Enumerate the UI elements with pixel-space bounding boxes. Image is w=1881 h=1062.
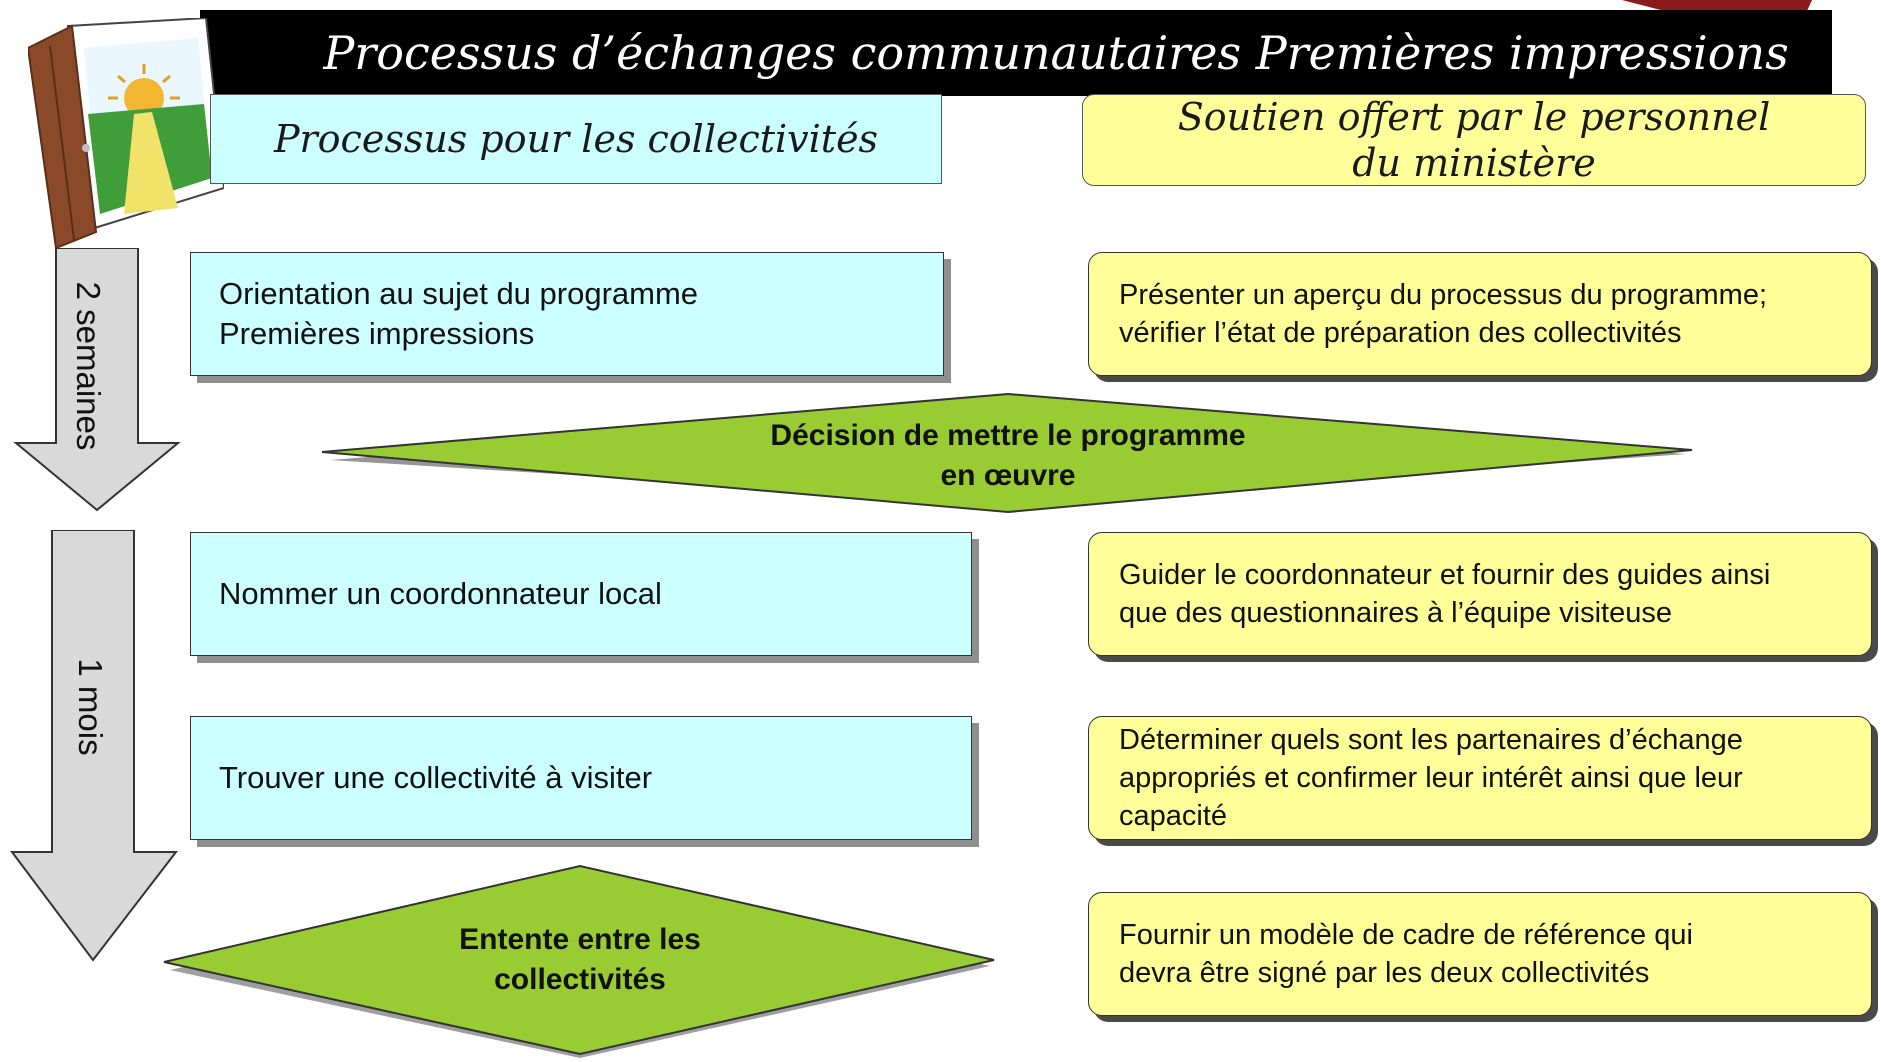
header-ministry-support-line2: du ministère — [1352, 141, 1596, 185]
timeline-label-one-month: 1 mois — [72, 658, 109, 756]
open-door-sunrise-icon — [28, 18, 224, 248]
step-orientation: Orientation au sujet du programme Premiè… — [190, 252, 944, 376]
support-reference-framework-line2: devra être signé par les deux collectivi… — [1119, 957, 1650, 989]
decision-agreement-shape — [163, 864, 995, 1058]
header-ministry-support-line1: Soutien offert par le personnel — [1177, 95, 1771, 139]
timeline-arrow-two-weeks — [13, 248, 181, 512]
step-find-community-line1: Trouver une collectivité à visiter — [219, 760, 653, 795]
step-find-community: Trouver une collectivité à visiter — [190, 716, 972, 840]
decision-implement-program-line2: en œuvre — [940, 459, 1076, 492]
support-guide-coordinator-line1: Guider le coordonnateur et fournir des g… — [1119, 559, 1771, 591]
support-reference-framework: Fournir un modèle de cadre de référence … — [1088, 892, 1872, 1016]
support-identify-partners-line1: Déterminer quels sont les partenaires d’… — [1119, 724, 1743, 756]
support-identify-partners-line3: capacité — [1119, 800, 1228, 832]
decision-agreement-line2: collectivités — [494, 963, 666, 996]
decision-implement-program-line1: Décision de mettre le programme — [770, 419, 1246, 452]
page-title: Processus d’échanges communautaires Prem… — [200, 10, 1832, 96]
decision-implement-program-shape — [321, 392, 1693, 514]
header-community-process: Processus pour les collectivités — [210, 94, 942, 184]
decision-agreement-line1: Entente entre les — [459, 923, 701, 956]
support-guide-coordinator-line2: que des questionnaires à l’équipe visite… — [1119, 597, 1672, 629]
support-guide-coordinator: Guider le coordonnateur et fournir des g… — [1088, 532, 1872, 656]
support-identify-partners-line2: appropriés et confirmer leur intérêt ain… — [1119, 762, 1743, 794]
step-orientation-line2: Premières impressions — [219, 316, 535, 351]
support-program-overview-line2: vérifier l’état de préparation des colle… — [1119, 317, 1682, 349]
support-program-overview: Présenter un aperçu du processus du prog… — [1088, 252, 1872, 376]
timeline-label-two-weeks: 2 semaines — [70, 281, 107, 451]
support-reference-framework-line1: Fournir un modèle de cadre de référence … — [1119, 919, 1693, 951]
header-ministry-support: Soutien offert par le personnel du minis… — [1082, 94, 1866, 186]
step-appoint-coordinator-line1: Nommer un coordonnateur local — [219, 576, 662, 611]
support-identify-partners: Déterminer quels sont les partenaires d’… — [1088, 716, 1872, 840]
timeline-arrow-one-month — [10, 530, 179, 962]
step-appoint-coordinator: Nommer un coordonnateur local — [190, 532, 972, 656]
step-orientation-line1: Orientation au sujet du programme — [219, 276, 699, 311]
decision-agreement: Entente entre les collectivités — [380, 918, 780, 1002]
decision-implement-program: Décision de mettre le programme en œuvre — [618, 414, 1398, 498]
support-program-overview-line1: Présenter un aperçu du processus du prog… — [1119, 279, 1768, 311]
